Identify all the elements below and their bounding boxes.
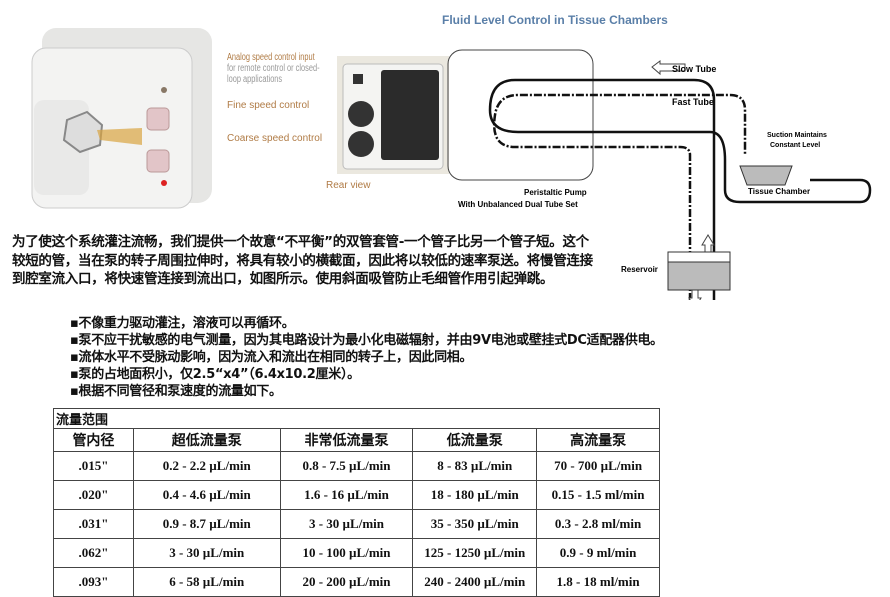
suction-label: Constant Level xyxy=(770,142,820,149)
table-cell: 70 - 700 µL/min xyxy=(536,451,660,481)
column-header: 超低流量泵 xyxy=(132,428,281,452)
table-cell: .031" xyxy=(53,509,134,539)
column-header: 高流量泵 xyxy=(536,428,660,452)
table-cell: 0.4 - 4.6 µL/min xyxy=(132,480,281,510)
feature-list: ▪不像重力驱动灌注，溶液可以再循环。 ▪泵不应干扰敏感的电气测量，因为其电路设计… xyxy=(70,315,663,400)
table-cell: 0.15 - 1.5 ml/min xyxy=(536,480,660,510)
feature-item: ▪泵的占地面积小，仅2.5“x4”（6.4x10.2厘米）。 xyxy=(70,367,360,382)
table-cell: 3 - 30 µL/min xyxy=(132,538,281,568)
table-cell: .062" xyxy=(53,538,134,568)
table-cell: 1.8 - 18 ml/min xyxy=(536,567,660,597)
rear-view-label: Rear view xyxy=(326,180,371,191)
table-cell: 0.9 - 8.7 µL/min xyxy=(132,509,281,539)
table-header-row: 管内径 超低流量泵 非常低流量泵 低流量泵 高流量泵 xyxy=(53,428,660,452)
table-cell: .020" xyxy=(53,480,134,510)
analog-label: Analog speed control input for remote co… xyxy=(227,52,331,85)
feature-item: ▪不像重力驱动灌注，溶液可以再循环。 xyxy=(70,316,295,331)
pump-photo xyxy=(31,28,212,209)
analog-label-line: loop applications xyxy=(227,74,283,85)
slow-tube-label: Slow Tube xyxy=(672,64,716,74)
table-cell: 3 - 30 µL/min xyxy=(279,509,414,539)
pump-label: With Unbalanced Dual Tube Set xyxy=(458,200,578,209)
fluid-diagram: Slow Tube Fast Tube Suction Maintains Co… xyxy=(447,49,872,300)
column-header: 非常低流量泵 xyxy=(279,428,414,452)
rear-view-photo xyxy=(337,56,449,174)
table-caption: 流量范围 xyxy=(53,408,660,429)
pump-label: Peristaltic Pump xyxy=(524,188,587,197)
table-cell: 1.6 - 16 µL/min xyxy=(279,480,414,510)
table-cell: 0.9 - 9 ml/min xyxy=(536,538,660,568)
feature-item: ▪流体水平不受脉动影响，因为流入和流出在相同的转子上，因此同相。 xyxy=(70,350,473,365)
table-cell: 8 - 83 µL/min xyxy=(412,451,538,481)
flow-rate-table: 流量范围 管内径 超低流量泵 非常低流量泵 低流量泵 高流量泵 .015"0.2… xyxy=(53,408,660,597)
suction-label: Suction Maintains xyxy=(767,132,827,139)
feature-item: ▪根据不同管径和泵速度的流量如下。 xyxy=(70,384,282,399)
table-cell: 240 - 2400 µL/min xyxy=(412,567,538,597)
table-cell: 6 - 58 µL/min xyxy=(132,567,281,597)
table-cell: 0.2 - 2.2 µL/min xyxy=(132,451,281,481)
reservoir-label: Reservoir xyxy=(621,265,658,274)
table-cell: 20 - 200 µL/min xyxy=(279,567,414,597)
table-cell: 0.8 - 7.5 µL/min xyxy=(279,451,414,481)
analog-label-line: Analog speed control input xyxy=(227,52,315,63)
table-cell: 35 - 350 µL/min xyxy=(412,509,538,539)
coarse-speed-label: Coarse speed control xyxy=(227,133,323,144)
table-cell: 10 - 100 µL/min xyxy=(279,538,414,568)
diagram-title: Fluid Level Control in Tissue Chambers xyxy=(442,13,668,27)
table-cell: 18 - 180 µL/min xyxy=(412,480,538,510)
table-cell: .015" xyxy=(53,451,134,481)
tissue-chamber-label: Tissue Chamber xyxy=(748,187,810,196)
table-cell: 0.3 - 2.8 ml/min xyxy=(536,509,660,539)
description-paragraph: 为了使这个系统灌注流畅，我们提供一个故意“不平衡”的双管套管-一个管子比另一个管… xyxy=(12,234,593,287)
feature-item: ▪泵不应干扰敏感的电气测量，因为其电路设计为最小化电磁辐射，并由9V电池或壁挂式… xyxy=(70,333,663,348)
column-header: 低流量泵 xyxy=(412,428,538,452)
table-cell: 125 - 1250 µL/min xyxy=(412,538,538,568)
column-header: 管内径 xyxy=(53,428,134,452)
fine-speed-label: Fine speed control xyxy=(227,100,310,111)
fast-tube-label: Fast Tube xyxy=(672,97,714,107)
table-cell: .093" xyxy=(53,567,134,597)
analog-label-line: for remote control or closed- xyxy=(227,63,320,74)
